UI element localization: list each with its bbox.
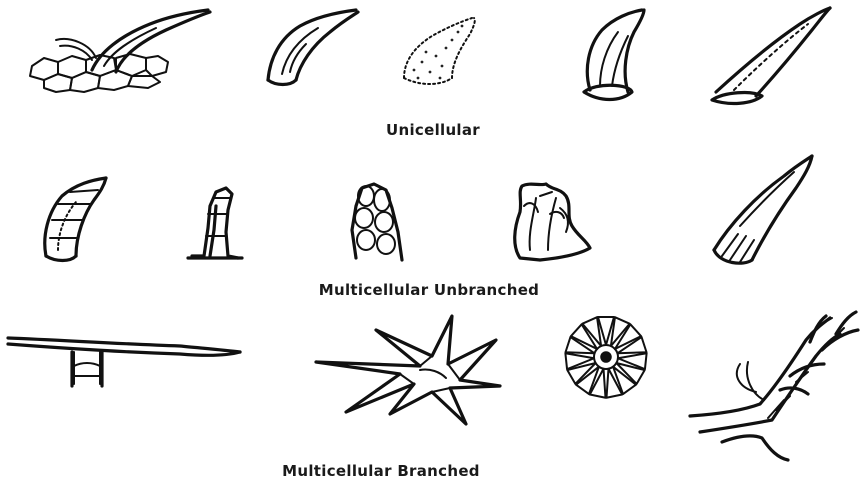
caption-unicellular: Unicellular [0,121,866,139]
multicellular-unbranched-hair-3 [352,184,402,260]
multicellular-branched-rosette-hair [565,317,646,398]
multicellular-branched-stellate-hair [316,316,500,424]
multicellular-unbranched-hair-5 [714,156,812,263]
multicellular-branched-t-hair [8,338,240,386]
caption-multicellular-unbranched: Multicellular Unbranched [0,281,862,299]
unicellular-bulb-hair [584,10,644,100]
multicellular-unbranched-hair-4 [515,184,590,260]
multicellular-branched-dendritic-hair [690,312,858,460]
unicellular-long-hair [712,8,830,103]
unicellular-hair-on-epidermis [30,10,210,92]
unicellular-stippled-hair [404,18,475,84]
caption-multicellular-branched: Multicellular Branched [0,462,814,480]
multicellular-unbranched-hair-1 [45,178,106,261]
multicellular-unbranched-hair-2 [188,188,242,258]
unicellular-hooked-hair [268,10,358,85]
